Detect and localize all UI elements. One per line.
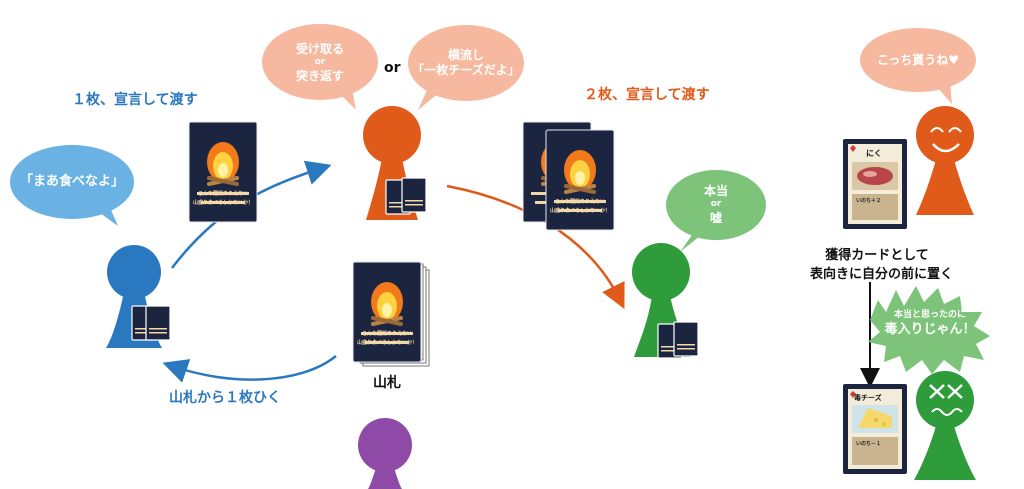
bubble-take-text: こっち貰うね♥ xyxy=(862,50,974,70)
cheese-card-name: 毒チーズ xyxy=(854,394,882,402)
card-meat xyxy=(843,139,907,229)
card-one-title: こんな闇鍋ありえない 山盛り食べるしかないか！ xyxy=(192,190,254,208)
person-purple xyxy=(358,418,412,489)
card-one-line1: こんな闇鍋ありえない xyxy=(197,191,248,197)
receive-or: or xyxy=(314,57,326,68)
label-pass-one: １枚、宣言して渡す xyxy=(72,92,198,108)
deck-title: こんな闇鍋ありえない 山盛り食べるしかないか！ xyxy=(356,330,418,348)
label-draw-deck: 山札から１枚ひく xyxy=(169,390,281,406)
poison-line2: 毒入りじゃん！ xyxy=(884,321,976,337)
meat-card-name: にく xyxy=(866,149,882,158)
meat-card-score: いのち＋２ xyxy=(856,198,882,204)
poison-line1: 本当と思ったのに xyxy=(893,310,966,321)
deck-line2: 山盛り食べるしかないか！ xyxy=(356,340,417,346)
card-two-line2: 山盛り食べるしかないか！ xyxy=(549,208,610,214)
bubble-blue-text: 「まあ食べなよ」 xyxy=(12,166,132,198)
bubble-receive-text: 受け取る or 突き返す xyxy=(266,36,374,90)
bubble-take-this xyxy=(860,28,976,104)
label-acquire-1: 獲得カードとして xyxy=(825,248,929,263)
receive-line2: 突き返す xyxy=(295,68,344,83)
cheese-card-score: いのち－１ xyxy=(856,441,882,447)
receive-line1: 受け取る xyxy=(295,42,344,57)
card-cheese xyxy=(843,384,907,474)
arrow-draw-deck xyxy=(162,355,337,383)
bubble-receive xyxy=(262,24,378,110)
bubble-blue-speech xyxy=(10,145,134,226)
bubble-sidepass xyxy=(408,25,524,110)
person-blue xyxy=(106,245,171,348)
sidepass-line1: 横流し xyxy=(447,48,484,62)
card-two-title: こんな闇鍋ありえない 山盛り食べるしかないか！ xyxy=(549,198,611,216)
bubble-sidepass-text: 横流し 「一枚チーズだよ」 xyxy=(410,42,522,84)
bubble-truth xyxy=(666,170,766,252)
label-or: or xyxy=(384,60,401,76)
sidepass-line2: 「一枚チーズだよ」 xyxy=(412,63,520,77)
label-acquire-2: 表向きに自分の前に置く xyxy=(810,267,954,282)
card-one-line2: 山盛り食べるしかないか！ xyxy=(192,200,253,206)
truth-line1: 本当 xyxy=(703,184,728,199)
person-orange-center xyxy=(363,106,427,220)
truth-line2: 嘘 xyxy=(709,210,722,225)
label-pass-two: ２枚、宣言して渡す xyxy=(584,87,710,103)
take-line: こっち貰うね♥ xyxy=(877,52,959,67)
card-two-line1: こんな闇鍋ありえない xyxy=(554,199,605,205)
deck-stack xyxy=(351,260,430,367)
bubble-poison-text: 本当と思ったのに 毒入りじゃん！ xyxy=(880,304,980,344)
deck-line1: こんな闇鍋ありえない xyxy=(361,331,412,337)
bubble-blue-line: 「まあ食べなよ」 xyxy=(19,173,124,189)
person-orange-happy xyxy=(916,106,974,215)
bubble-truth-text: 本当 or 嘘 xyxy=(676,180,756,230)
person-green xyxy=(632,243,699,359)
bubble-poison xyxy=(868,286,990,374)
label-deck: 山札 xyxy=(373,375,401,391)
truth-or: or xyxy=(710,199,722,210)
person-green-sick xyxy=(914,371,976,480)
